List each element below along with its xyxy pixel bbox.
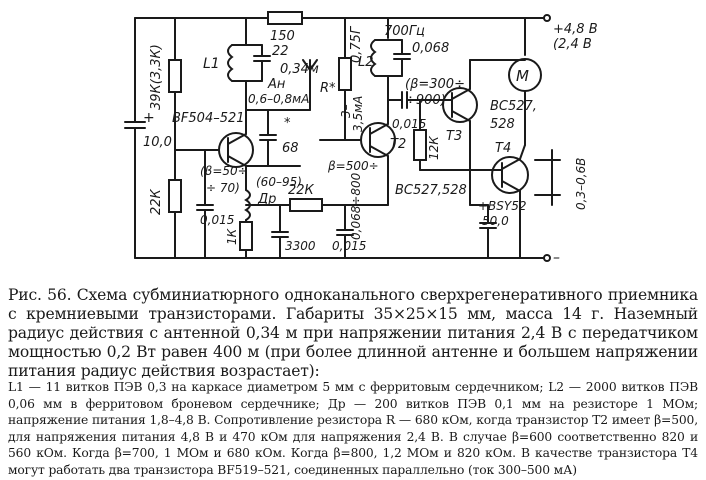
label-t2: T2 [390, 137, 406, 152]
label-c0015c: 0,015 [332, 239, 366, 253]
label-cur2: 3– [339, 104, 353, 118]
label-r075: 0,75Г [349, 25, 364, 63]
figure-caption: Рис. 56. Схема субминиатюрного одноканал… [8, 286, 698, 380]
label-c3300: 3300 [285, 239, 316, 253]
label-c0015a: 0,015 [392, 117, 426, 131]
label-r22k: 22К [288, 183, 315, 198]
label-n528: 528 [490, 117, 515, 132]
label-t1: BF504–521 [172, 111, 245, 126]
label-l2: L2 [358, 55, 374, 70]
label-r39: 39К(3,3К) [149, 44, 164, 110]
label-dr: Др [257, 192, 276, 207]
label-cur1: 0,6–0,8мА [248, 92, 309, 106]
label-n800: 0,068÷800 [349, 172, 363, 240]
label-bsy: +BSY52 [478, 199, 527, 213]
label-beta500: β=500÷ [327, 159, 379, 173]
label-plus: + [143, 110, 155, 126]
label-bc2: BC527,528 [395, 183, 467, 198]
label-cur3: 3,5мА [351, 96, 365, 132]
label-c22: 22 [272, 44, 289, 59]
label-vplus: +4,8 В [553, 22, 598, 37]
label-r22k2: 22К [149, 188, 164, 215]
label-r1k: 1К [225, 228, 239, 245]
label-v06: 0,3–0,6В [574, 158, 588, 210]
label-c0068: 0,068 [412, 41, 449, 56]
label-bc527: BC527, [490, 99, 537, 114]
label-t3: T3 [446, 129, 462, 144]
label-b6095: (60–95) [256, 175, 302, 189]
label-l1: L1 [203, 56, 220, 72]
label-c100: 10,0 [143, 135, 172, 150]
label-star: * [284, 116, 291, 131]
label-beta300: (β=300÷ [405, 77, 465, 92]
figure-notes: L1 — 11 витков ПЭВ 0,3 на каркасе диамет… [8, 380, 698, 477]
label-an: Ан [267, 77, 286, 92]
label-rstar: R* [320, 81, 336, 96]
label-c0015b: 0,015 [200, 213, 234, 227]
label-minus: – [553, 250, 560, 266]
circuit-schematic: L1 22 150 700Гц 0,068 +4,8 В (2,4 В 0,34… [124, 11, 598, 266]
label-c700: 700Гц [384, 24, 425, 39]
label-beta50: (β=50÷ [200, 164, 248, 178]
label-c50: 50,0 [482, 214, 509, 228]
label-beta900: ÷900) [405, 93, 446, 108]
label-ant: 0,34м [280, 62, 319, 77]
label-c68: 68 [282, 141, 299, 156]
label-vplus2: (2,4 В [553, 37, 592, 52]
label-motor: M [516, 67, 529, 85]
label-t4: T4 [495, 141, 511, 156]
label-r12k: 12К [427, 136, 441, 160]
label-r150: 150 [270, 29, 295, 44]
label-beta70: ÷ 70) [206, 181, 240, 195]
